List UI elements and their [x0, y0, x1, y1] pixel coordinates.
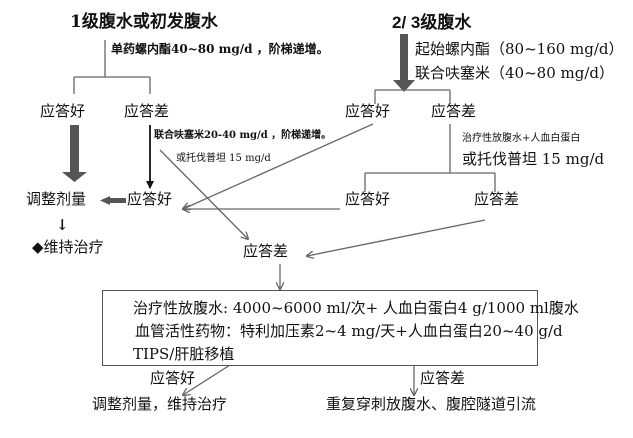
right-poor-response: 应答差 — [431, 102, 477, 120]
bottom-good-outcome: 调整剂量，维持治疗 — [92, 395, 228, 413]
left-branch-title: 1级腹水或初发腹水 — [70, 12, 218, 32]
right-poor-treatment-2: 或托伐普坦 15 mg/d — [462, 150, 605, 168]
right-treatment-1: 起始螺内酯（80~160 mg/d） — [415, 40, 624, 58]
down-arrow-icon: ↓ — [56, 216, 69, 234]
box-line-3: TIPS/肝脏移植 — [133, 345, 235, 363]
bottom-good-response: 应答好 — [150, 369, 196, 387]
right-poor-response-2: 应答差 — [474, 190, 520, 208]
refractory-treatment-box: 治疗性放腹水: 4000~6000 ml/次+ 人血白蛋白4 g/1000 ml… — [102, 290, 579, 366]
box-line-1: 治疗性放腹水: 4000~6000 ml/次+ 人血白蛋白4 g/1000 ml… — [133, 299, 579, 317]
adjust-dose: 调整剂量 — [26, 190, 87, 208]
bottom-poor-outcome: 重复穿刺放腹水、腹腔隧道引流 — [326, 395, 537, 413]
right-poor-treatment-1: 治疗性放腹水+人血白蛋白 — [462, 133, 581, 144]
left-branch-treatment: 单药螺内酯40~80 mg/d ，阶梯递增。 — [111, 42, 329, 56]
right-branch-title: 2/ 3级腹水 — [392, 13, 472, 32]
bottom-poor-response: 应答差 — [420, 369, 466, 387]
center-poor-response: 应答差 — [243, 242, 289, 260]
box-line-2: 血管活性药物：特利加压素2~4 mg/天+人血白蛋白20~40 g/d — [135, 322, 563, 340]
left-poor-treatment-2: 或托伐普坦 15 mg/d — [176, 153, 271, 164]
left-good-response: 应答好 — [40, 102, 86, 120]
maintain-treatment: ◆维持治疗 — [32, 238, 104, 256]
right-good-response: 应答好 — [345, 102, 391, 120]
left-poor-treatment-1: 联合呋塞米20-40 mg/d ，阶梯递增。 — [154, 130, 332, 141]
right-good-response-2: 应答好 — [345, 190, 391, 208]
left-good-response-2: 应答好 — [127, 190, 173, 208]
left-poor-response: 应答差 — [124, 102, 170, 120]
right-treatment-2: 联合呋塞米（40~80 mg/d） — [415, 64, 614, 82]
